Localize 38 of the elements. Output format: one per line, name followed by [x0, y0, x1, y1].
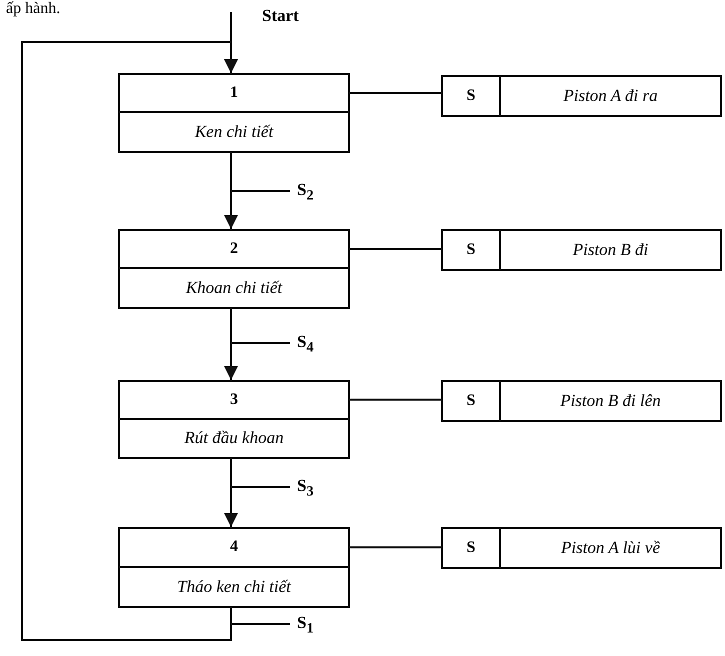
connector-line [350, 248, 441, 250]
arrow [224, 309, 238, 380]
step-number: 4 [120, 529, 348, 568]
action-box [441, 527, 722, 569]
step-box [118, 229, 350, 309]
action-text: Piston B đi [572, 239, 650, 261]
connector-line [350, 92, 441, 94]
step-number: 1 [120, 75, 348, 113]
step-text: Ken chi tiết [194, 121, 274, 143]
action-box [441, 229, 722, 271]
action-box [441, 380, 722, 422]
arrow [224, 459, 238, 527]
transition-label: S$_{2}$ [297, 180, 314, 204]
step-text: Khoan chi tiết [184, 277, 284, 299]
arrow [224, 153, 238, 229]
action-qualifier: S [443, 77, 501, 115]
heading-fragment: ấp hành. [6, 0, 60, 18]
arrow [21, 41, 238, 641]
step-box [118, 73, 350, 153]
transition-label: S$_{1}$ [297, 613, 314, 638]
action-qualifier: S [443, 529, 501, 567]
step-box [118, 527, 350, 608]
action-text: Piston A đi ra [562, 85, 659, 107]
connector-line [350, 398, 441, 401]
step-box [118, 380, 350, 459]
connector-line [350, 546, 441, 548]
step-number: 2 [120, 231, 348, 269]
transition-label: S$_{3}$ [297, 476, 314, 500]
action-text: Piston A lùi về [560, 537, 661, 559]
action-text: Piston B đi lên [559, 390, 662, 412]
start-label: Start [262, 6, 299, 26]
action-box [441, 75, 722, 117]
transition-label: S$_{4}$ [297, 332, 314, 356]
step-text: Rút đầu khoan [183, 427, 285, 450]
step-text: Tháo ken chi tiết [176, 576, 292, 598]
step-number: 3 [120, 382, 348, 420]
action-qualifier: S [443, 382, 501, 420]
action-qualifier: S [443, 231, 501, 269]
